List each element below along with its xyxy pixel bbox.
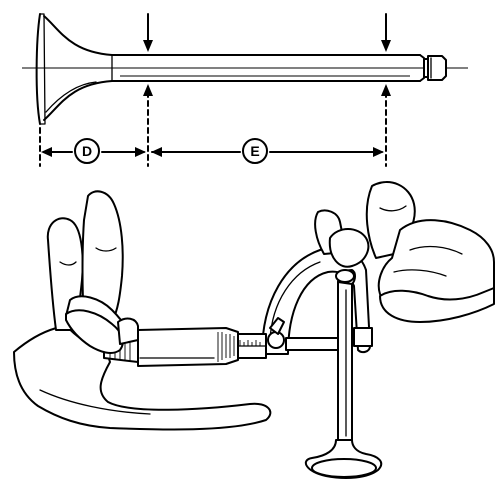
arrowhead-top-1 <box>143 40 153 52</box>
dimension-d-label: D <box>82 143 92 159</box>
right-hand-lower-palm <box>379 287 495 323</box>
left-hand-fingernail <box>117 317 139 345</box>
dimension-e: E <box>151 138 384 164</box>
right-hand-crease-1 <box>379 205 407 212</box>
upright-valve-seat <box>311 458 377 478</box>
valve-fillet-upper <box>43 15 113 56</box>
arrowhead-bottom-2 <box>381 84 391 96</box>
micrometer-anvil <box>353 327 373 347</box>
micrometer-sleeve-scale <box>239 340 261 346</box>
dimension-d-arrow-left <box>41 147 52 157</box>
left-hand-crease-3 <box>39 389 151 415</box>
upright-valve-tip <box>335 269 355 283</box>
right-hand-crease-3 <box>393 269 447 277</box>
micrometer-spindle <box>285 337 339 351</box>
upright-valve-stem <box>337 281 353 443</box>
micrometer-lock-knob[interactable] <box>267 331 285 349</box>
micrometer-thimble-graduations <box>217 332 235 362</box>
left-hand-crease-1 <box>59 261 77 266</box>
micrometer <box>103 247 373 367</box>
micrometer-frame <box>261 247 371 355</box>
dimension-e-arrow-left <box>151 147 162 157</box>
valve-fillet-shading <box>45 81 97 113</box>
valve-head-rim <box>39 13 46 125</box>
valve-head-face <box>35 13 41 125</box>
valve-tip-end <box>427 55 447 81</box>
micrometer-measurement-scene <box>13 181 495 479</box>
arrowhead-bottom-1 <box>143 84 153 96</box>
dimension-e-label: E <box>250 143 259 159</box>
valve-fillet-lower <box>43 80 113 121</box>
dimension-d-arrow-right <box>135 147 146 157</box>
right-hand <box>314 181 495 323</box>
right-hand-fingertip <box>328 228 370 268</box>
upright-valve <box>304 281 383 479</box>
arrowhead-top-2 <box>381 40 391 52</box>
right-hand-crease-2 <box>409 245 463 255</box>
dimension-e-circle <box>242 138 268 164</box>
left-hand-finger-on-ratchet <box>65 309 124 354</box>
dimension-e-arrow-right <box>373 147 384 157</box>
left-hand-crease-2 <box>95 247 117 252</box>
micrometer-thimble[interactable] <box>137 327 239 367</box>
left-hand-finger <box>81 190 124 323</box>
left-hand <box>13 190 272 431</box>
valve-profile-drawing <box>22 13 468 167</box>
dimension-d-circle <box>74 138 100 164</box>
micrometer-lock-lever[interactable] <box>269 317 285 335</box>
dimension-d: D <box>41 138 146 164</box>
